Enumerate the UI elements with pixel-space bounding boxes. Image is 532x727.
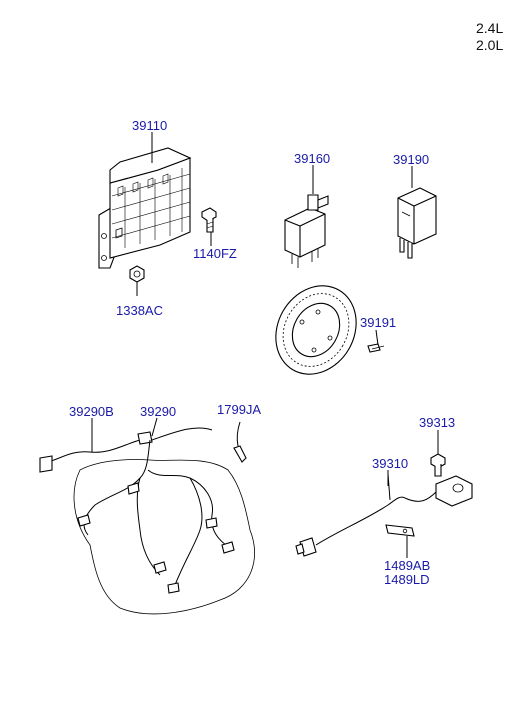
- part-label-39160[interactable]: 39160: [294, 151, 330, 166]
- bolt-icon[interactable]: [430, 453, 446, 477]
- part-label-1489LD[interactable]: 1489LD: [384, 572, 430, 587]
- relay-icon[interactable]: [397, 187, 437, 259]
- engine-variant-list: 2.4L 2.0L: [476, 20, 503, 53]
- target-wheel-icon: [275, 285, 357, 375]
- engine-variant-2: 2.0L: [476, 37, 503, 53]
- relay-icon[interactable]: [284, 194, 329, 268]
- engine-variant-1: 2.4L: [476, 20, 503, 36]
- screw-icon[interactable]: [367, 343, 385, 353]
- part-label-39313[interactable]: 39313: [419, 415, 455, 430]
- part-label-39110[interactable]: 39110: [132, 118, 167, 133]
- part-label-39290B[interactable]: 39290B: [69, 404, 114, 419]
- bracket-icon[interactable]: [385, 524, 415, 537]
- part-label-1489AB[interactable]: 1489AB: [384, 558, 430, 573]
- nut-icon[interactable]: [129, 265, 145, 283]
- transmission-outline-icon: [73, 459, 255, 615]
- part-label-39310[interactable]: 39310: [372, 456, 408, 471]
- bolt-icon[interactable]: [201, 207, 217, 233]
- part-label-1799JA[interactable]: 1799JA: [217, 402, 261, 417]
- sensor-icon[interactable]: [295, 473, 473, 557]
- part-label-1338AC[interactable]: 1338AC: [116, 303, 163, 318]
- wire-harness-icon[interactable]: [39, 427, 235, 594]
- part-label-39290[interactable]: 39290: [140, 404, 176, 419]
- part-label-39190[interactable]: 39190: [393, 152, 429, 167]
- part-label-1140FZ[interactable]: 1140FZ: [193, 246, 237, 261]
- clip-icon[interactable]: [233, 421, 247, 463]
- ecu-module-icon[interactable]: [98, 147, 192, 269]
- part-label-39191[interactable]: 39191: [360, 315, 396, 330]
